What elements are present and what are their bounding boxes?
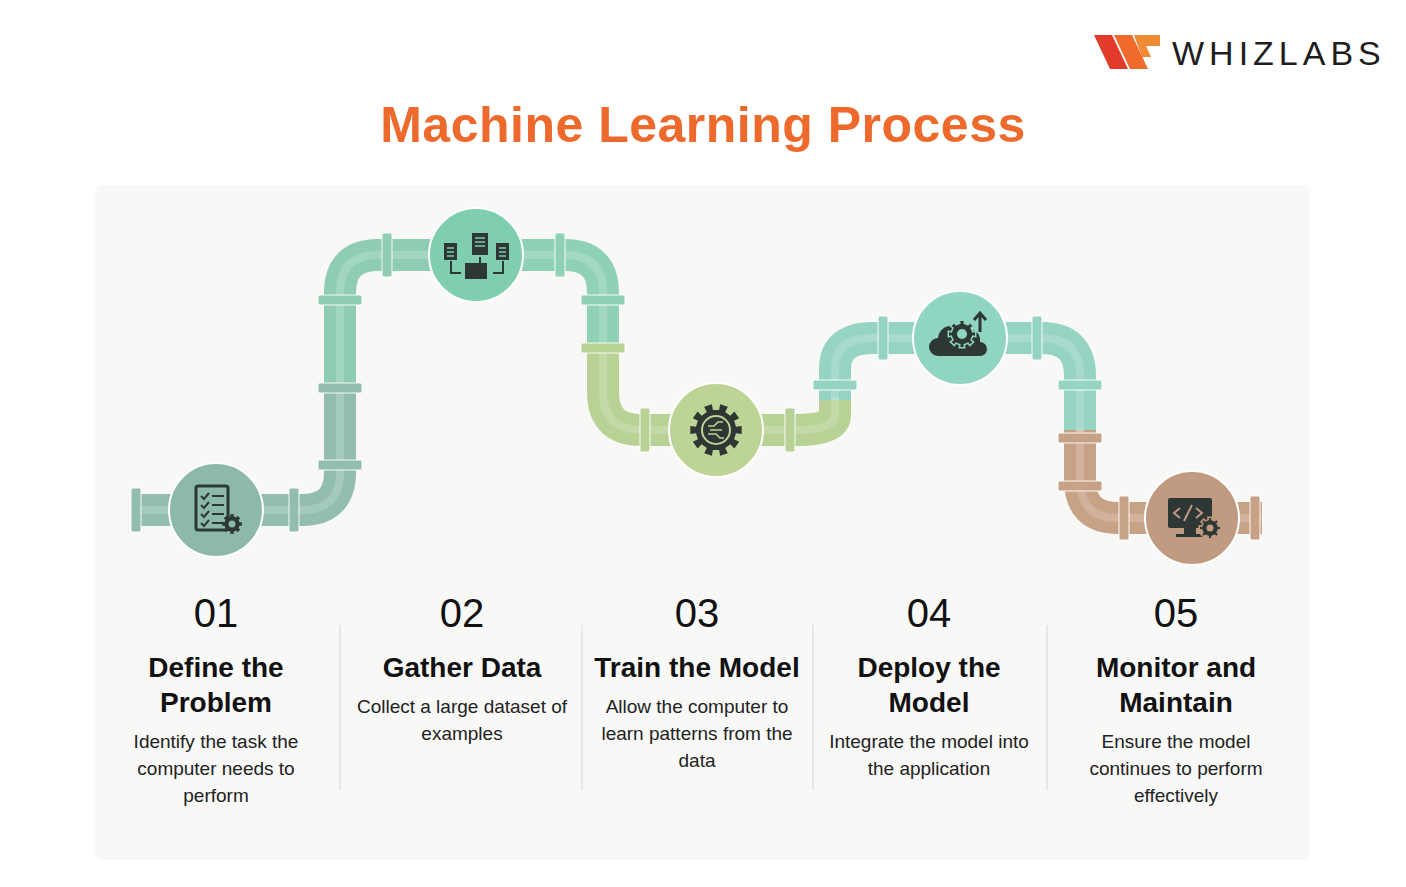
pipe-flange: [581, 343, 625, 353]
pipe-flange: [640, 408, 650, 452]
logo-wordmark: WHIZLABS: [1172, 34, 1386, 73]
column-dividers: [340, 625, 1047, 790]
monitor-icon: [1168, 498, 1221, 539]
step-number: 05: [1154, 591, 1199, 635]
pipe-flange: [1119, 496, 1129, 540]
hub-circle: [429, 208, 523, 302]
pipe-flange: [813, 380, 857, 390]
logo-mark: [1094, 35, 1160, 69]
step-number: 02: [440, 591, 485, 635]
pipe-flange: [581, 295, 625, 305]
hub-circle: [669, 383, 763, 477]
step-heading: Train the Model: [587, 650, 807, 685]
diagram-title: Machine Learning Process: [0, 96, 1406, 154]
icon-hubs: [169, 208, 1239, 565]
gear-icon: [690, 404, 741, 455]
pipe-flange: [785, 408, 795, 452]
pipe-flange: [1058, 433, 1102, 443]
step-description: Allow the computer to learn patterns fro…: [590, 693, 804, 774]
pipe-flange: [1058, 380, 1102, 390]
pipe-flange: [1250, 496, 1260, 540]
pipe-flange: [131, 488, 141, 532]
icon-hub: [669, 383, 763, 477]
icon-hub: [913, 291, 1007, 385]
pipe-flange: [318, 295, 362, 305]
cloud-icon: [929, 313, 987, 356]
pipe-network: [133, 255, 1262, 518]
hub-circle: [913, 291, 1007, 385]
step-description: Integrate the model into the application: [822, 728, 1036, 782]
background-panel: [95, 185, 1310, 860]
hub-circle: [169, 463, 263, 557]
step-number: 04: [907, 591, 952, 635]
icon-hub: [169, 463, 263, 557]
step-number: 01: [194, 591, 239, 635]
icon-hub: [1145, 471, 1239, 565]
step-heading: Deploy the Model: [819, 650, 1039, 720]
step-description: Identify the task the computer needs to …: [109, 728, 323, 809]
pipe-flanges: [131, 233, 1260, 540]
docs-icon: [444, 233, 509, 279]
step-number: 03: [675, 591, 720, 635]
pipe-flange: [318, 460, 362, 470]
step-column: 02Gather DataCollect a large dataset of …: [344, 591, 580, 747]
step-heading: Define the Problem: [106, 650, 326, 720]
pipe-flange: [1032, 316, 1042, 360]
pipe-flange: [382, 233, 392, 277]
step-description: Ensure the model continues to perform ef…: [1069, 728, 1283, 809]
pipe-flange: [318, 383, 362, 393]
pipe-flange: [878, 316, 888, 360]
pipe-flange: [1058, 481, 1102, 491]
step-description: Collect a large dataset of examples: [355, 693, 569, 747]
step-column: 04Deploy the ModelIntegrate the model in…: [811, 591, 1047, 782]
pipe-flange: [555, 233, 565, 277]
step-heading: Gather Data: [352, 650, 572, 685]
step-heading: Monitor and Maintain: [1066, 650, 1286, 720]
checklist-icon: [196, 486, 242, 534]
icon-hub: [429, 208, 523, 302]
hub-circle: [1145, 471, 1239, 565]
step-column: 01Define the ProblemIdentify the task th…: [98, 591, 334, 809]
pipe-flange: [289, 488, 299, 532]
step-column: 05Monitor and MaintainEnsure the model c…: [1058, 591, 1294, 809]
step-column: 03Train the ModelAllow the computer to l…: [579, 591, 815, 774]
